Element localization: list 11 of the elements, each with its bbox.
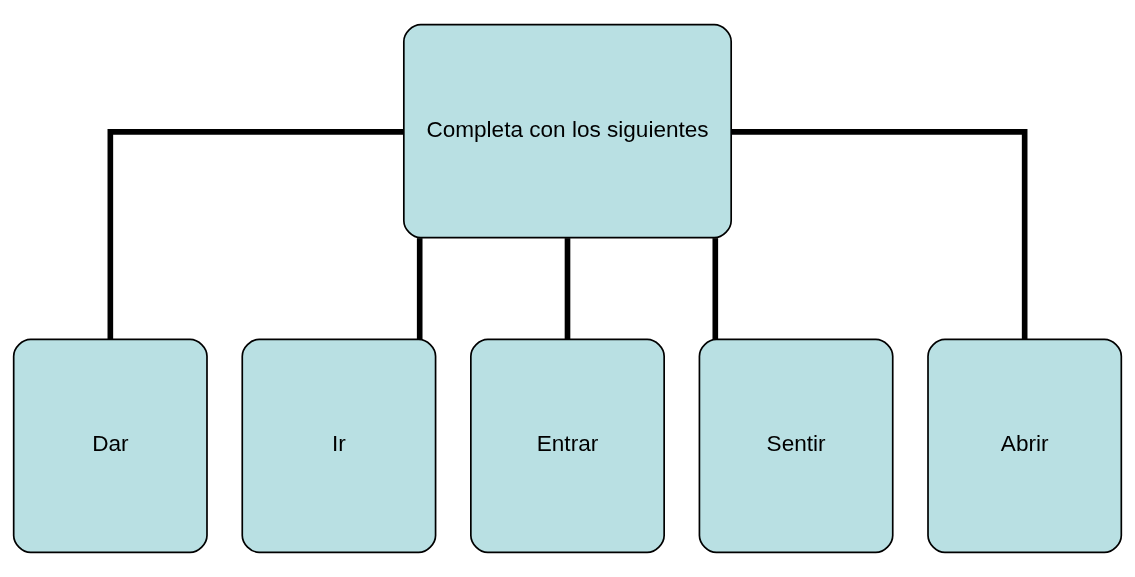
- node-box: Abrir: [927, 338, 1123, 554]
- node-box: Sentir: [698, 338, 894, 554]
- node-box: Entrar: [470, 338, 665, 554]
- connector: [712, 238, 719, 340]
- connector: [107, 129, 404, 340]
- node-box: Dar: [12, 338, 208, 554]
- connector: [731, 129, 1028, 340]
- connector: [564, 238, 571, 340]
- node-box: Completa con los siguientes: [402, 23, 733, 239]
- node-box: Ir: [241, 338, 437, 554]
- connector: [416, 238, 423, 340]
